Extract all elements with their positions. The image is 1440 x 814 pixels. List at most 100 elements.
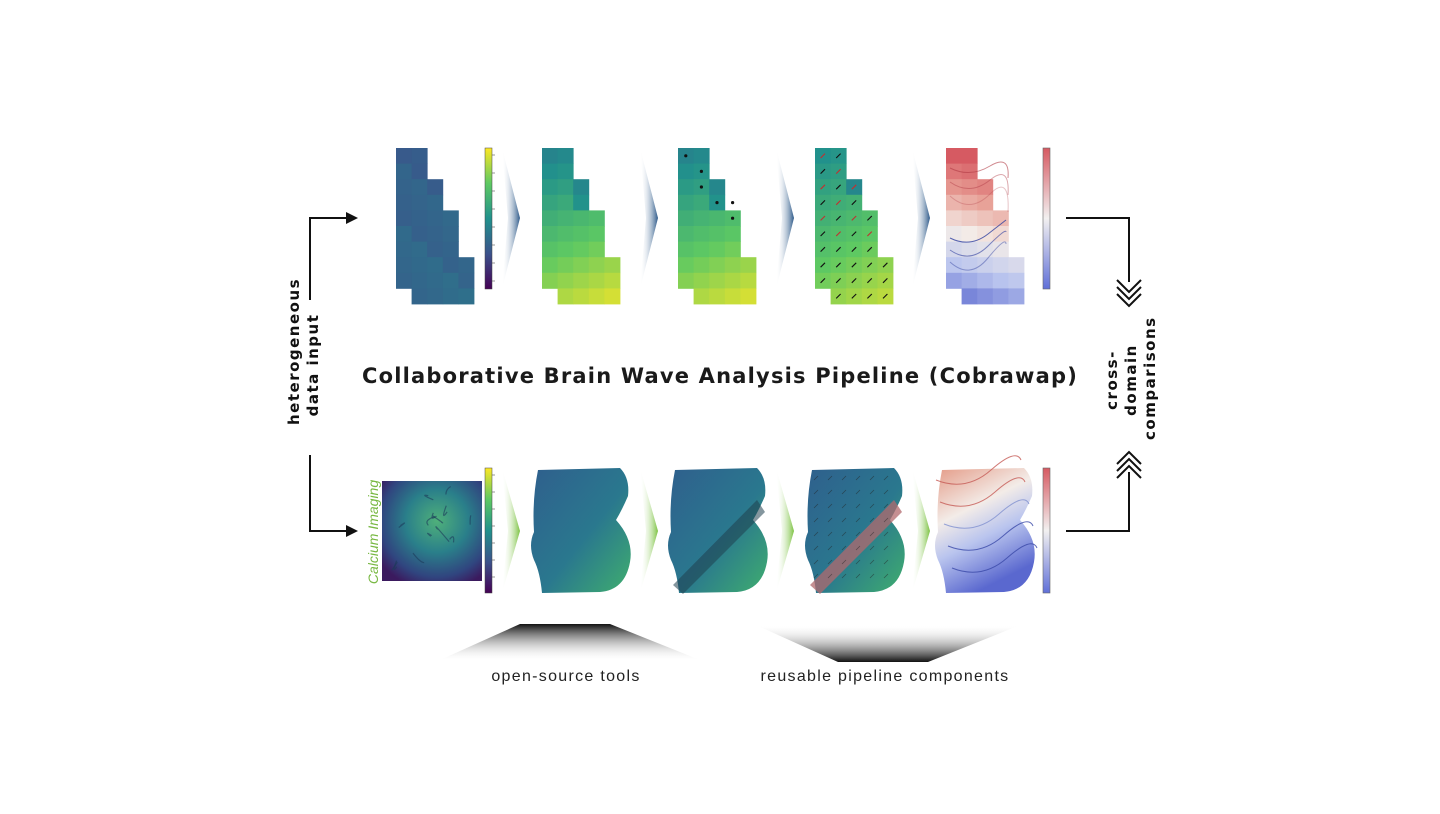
vessel-line [426, 516, 436, 526]
phase-contour [943, 499, 1030, 529]
chevron-right-icon [640, 148, 658, 289]
viridis-colorbar [484, 147, 493, 290]
velocity-vector [835, 168, 841, 174]
velocity-vector [813, 559, 819, 565]
trigger-dot [715, 201, 719, 205]
velocity-vector [883, 545, 889, 551]
velocity-vector [869, 531, 875, 537]
velocity-vector [813, 489, 819, 495]
velocity-vector [882, 293, 888, 299]
velocity-vector [851, 246, 857, 252]
chevron-right-icon [912, 148, 930, 289]
velocity-vector [835, 153, 841, 159]
velocity-vector [841, 545, 847, 551]
velocity-vector [813, 545, 819, 551]
cortex-map-3 [805, 468, 905, 593]
vessel-line [427, 532, 433, 537]
cortex-map-4 [935, 468, 1035, 593]
velocity-vector [855, 489, 861, 495]
velocity-vector [883, 475, 889, 481]
trigger-dot [731, 216, 735, 220]
velocity-vector [813, 503, 819, 509]
trigger-dot [731, 201, 735, 205]
velocity-vector [867, 215, 873, 221]
velocity-vector [820, 262, 826, 268]
velocity-vector [841, 559, 847, 565]
processed-signal-grid [542, 148, 621, 305]
velocity-vector [867, 278, 873, 284]
arrow-right-icon [346, 525, 358, 537]
wavefront-band [810, 500, 902, 594]
velocity-vector [851, 278, 857, 284]
output-arrows [1066, 217, 1130, 532]
velocity-vector [867, 231, 873, 237]
velocity-vector [820, 246, 826, 252]
chevron-right-icon [502, 148, 520, 289]
velocity-vector [827, 545, 833, 551]
vessel-line [442, 505, 448, 517]
velocity-vector [841, 573, 847, 579]
input-arrows [309, 217, 352, 532]
velocity-vector [835, 184, 841, 190]
velocity-vector [835, 246, 841, 252]
velocity-vector [827, 489, 833, 495]
velocity-vector [841, 517, 847, 523]
arrow-to-bottom-row [309, 455, 352, 532]
chevron-right-icon [776, 148, 794, 289]
cross-domain-comparisons-label: cross-domain comparisons [1103, 316, 1159, 440]
velocity-vector [869, 517, 875, 523]
velocity-vector [820, 168, 826, 174]
cortex-map-2 [668, 468, 768, 593]
phase-contour [949, 219, 1007, 243]
velocity-vector [851, 200, 857, 206]
velocity-vector [820, 215, 826, 221]
coolwarm-colorbar [1042, 147, 1051, 290]
trigger-dot [699, 185, 704, 189]
raw-signal-grid [396, 148, 475, 305]
coolwarm-colorbar [1042, 467, 1051, 594]
double-chevron-down-icon [1116, 279, 1142, 308]
arrow-from-top-row [1066, 217, 1130, 282]
pipeline-title: Collaborative Brain Wave Analysis Pipeli… [361, 364, 1079, 388]
velocity-vector [835, 200, 841, 206]
velocity-vector [851, 293, 857, 299]
velocity-vector [855, 559, 861, 565]
reusable-pipeline-components-caption: reusable pipeline components [760, 668, 1010, 685]
double-chevron-up-icon [1116, 450, 1142, 479]
phase-contour [949, 186, 1009, 213]
velocity-vector [835, 278, 841, 284]
velocity-vector [820, 200, 826, 206]
velocity-vector [869, 503, 875, 509]
velocity-vector [835, 262, 841, 268]
velocity-vector [827, 517, 833, 523]
phase-contour [949, 241, 1007, 271]
calcium-imaging-frame [382, 481, 482, 581]
velocity-vector [827, 503, 833, 509]
arrow-right-icon [346, 212, 358, 224]
vessel-line [393, 560, 398, 571]
vessel-line [469, 515, 472, 525]
arrow-from-bottom-row [1066, 472, 1130, 532]
velocity-vector [855, 531, 861, 537]
velocity-vector [827, 531, 833, 537]
velocity-vector [883, 559, 889, 565]
velocity-vector [813, 573, 819, 579]
velocity-vector [882, 278, 888, 284]
velocity-vector [855, 517, 861, 523]
velocity-vector [820, 231, 826, 237]
velocity-vector [867, 262, 873, 268]
velocity-vector [841, 489, 847, 495]
velocity-vector [869, 559, 875, 565]
components-trapezoid [758, 626, 1018, 662]
velocity-vector [855, 545, 861, 551]
velocity-vector [883, 503, 889, 509]
phase-contour [939, 477, 1026, 507]
velocity-vector [820, 278, 826, 284]
velocity-vector [855, 475, 861, 481]
velocity-vector [813, 517, 819, 523]
vessel-line [391, 561, 398, 571]
phase-contour [949, 174, 1009, 196]
wavefront-band [673, 500, 765, 594]
